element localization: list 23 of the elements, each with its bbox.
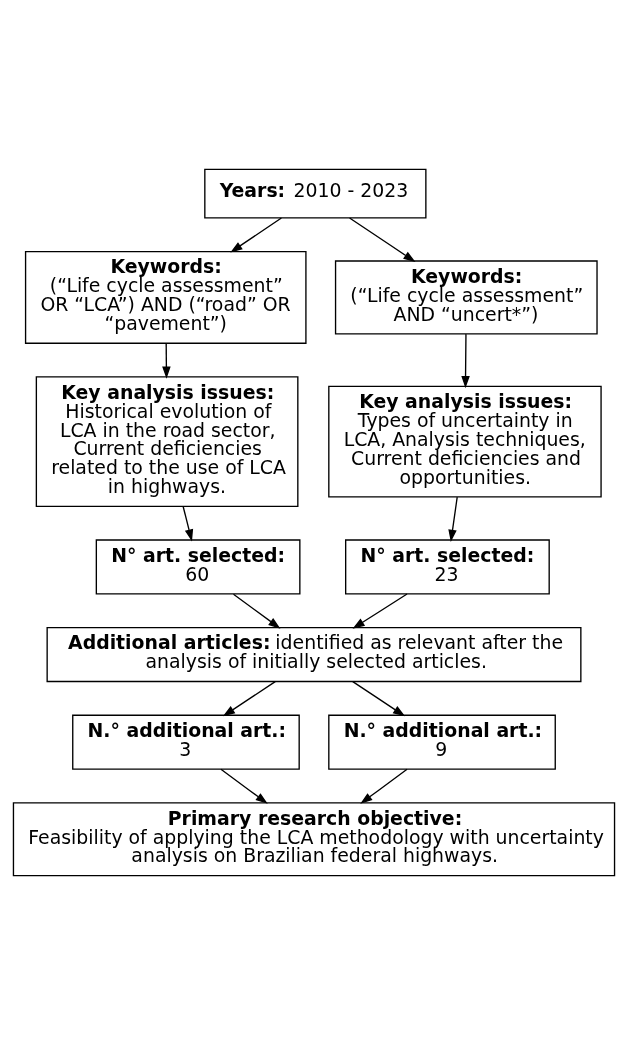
arrow — [222, 680, 276, 716]
node-box: N° art. selected: 60 — [95, 538, 301, 595]
node-box: Primary research objective: Feasibility of applying the LCA methodology with uncertainty analysis on Brazilian federal highways. — [12, 801, 616, 876]
node-box: Key analysis issues: Types of uncertainty in LCA, Analysis techniques, Current deficiencies and opportunities. — [328, 385, 602, 498]
arrow — [448, 495, 458, 542]
arrow — [220, 768, 268, 804]
arrow — [352, 680, 406, 716]
node-box: Additional articles: identified as relevant after the analysis of initially selected articles. — [46, 626, 582, 682]
node-box: Years: 2010 - 2023 — [204, 168, 427, 219]
arrow — [360, 768, 408, 804]
arrow — [461, 332, 470, 388]
node-box: Key analysis issues: Historical evolution of LCA in the road sector, Current deficiencies related to the use of LCA in highways. — [35, 375, 299, 507]
arrow — [352, 592, 408, 629]
node-box: Keywords: (“Life cycle assessment” AND “uncert*”) — [334, 259, 598, 334]
arrow — [182, 505, 194, 541]
arrow — [162, 342, 171, 379]
node-box: N.° additional art.: 9 — [328, 714, 556, 770]
arrow — [232, 593, 281, 629]
node-box: N° art. selected: 23 — [345, 538, 550, 595]
arrow — [230, 216, 283, 252]
node-box: Keywords: (“Life cycle assessment” OR “LCA”) AND (“road” OR “pavement”) — [24, 250, 307, 344]
arrow — [348, 216, 416, 262]
node-box: N.° additional art.: 3 — [72, 714, 300, 770]
